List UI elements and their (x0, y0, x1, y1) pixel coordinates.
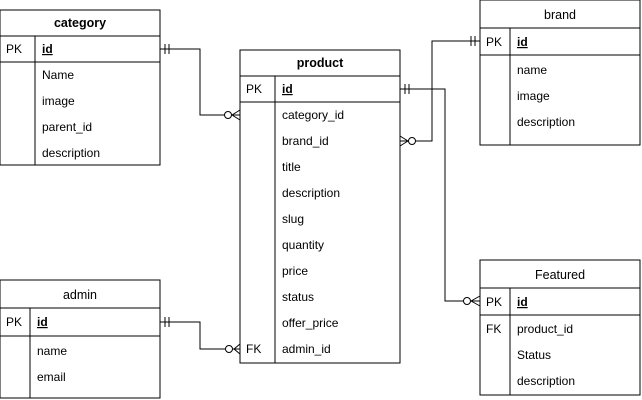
field: title (282, 160, 301, 174)
fk-label: FK (486, 322, 501, 336)
relationship-product-featured (400, 84, 481, 307)
table-featured[interactable]: Featured PK id FK product_id Status desc… (479, 259, 641, 396)
pk-field: id (42, 42, 53, 56)
table-title: admin (63, 288, 97, 302)
field: description (517, 374, 575, 388)
table-admin[interactable]: admin PK id name email (0, 279, 161, 399)
field: price (282, 264, 308, 278)
table-title: brand (544, 8, 576, 22)
field: name (37, 344, 67, 358)
field: product_id (517, 322, 573, 336)
field: offer_price (282, 316, 339, 330)
field: admin_id (282, 342, 331, 356)
relationship-brand-product (399, 36, 480, 147)
table-title: Featured (535, 268, 585, 282)
pk-label: PK (6, 42, 22, 56)
table-title: product (297, 56, 344, 70)
field: category_id (282, 108, 344, 122)
relationship-category-product (160, 44, 241, 121)
field: Status (517, 348, 551, 362)
field: parent_id (42, 120, 92, 134)
field: description (517, 115, 575, 129)
relationship-admin-product (160, 317, 241, 355)
pk-label: PK (6, 315, 22, 329)
field: description (42, 146, 100, 160)
fk-label: FK (246, 342, 261, 356)
table-title: category (54, 16, 106, 30)
pk-field: id (517, 35, 528, 49)
field: slug (282, 212, 304, 226)
field: email (37, 370, 66, 384)
field: status (282, 290, 314, 304)
field: quantity (282, 238, 324, 252)
field: brand_id (282, 134, 329, 148)
pk-field: id (517, 295, 528, 309)
field: image (42, 94, 75, 108)
pk-label: PK (246, 82, 262, 96)
pk-label: PK (486, 35, 502, 49)
field: Name (42, 68, 74, 82)
table-product[interactable]: product PK id category_id brand_id title… (239, 49, 401, 364)
pk-field: id (37, 315, 48, 329)
table-category[interactable]: category PK id Name image parent_id desc… (0, 9, 161, 166)
table-brand[interactable]: brand PK id name image description (479, 0, 641, 146)
pk-label: PK (486, 295, 502, 309)
field: description (282, 186, 340, 200)
field: image (517, 89, 550, 103)
pk-field: id (282, 82, 293, 96)
field: name (517, 63, 547, 77)
